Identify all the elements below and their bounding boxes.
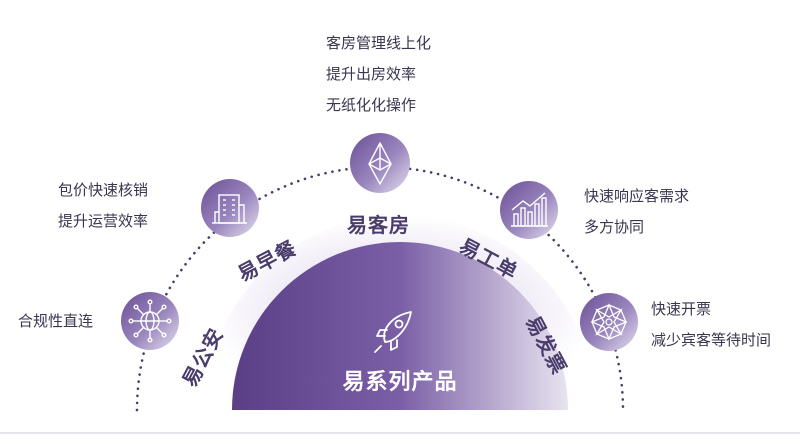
node-gongan [121, 292, 179, 350]
desc-line: 客房管理线上化 [326, 34, 432, 52]
desc-line: 包价快速核销 [58, 181, 149, 199]
node-zaocan [201, 179, 259, 237]
desc-line: 快速响应客需求 [584, 187, 690, 205]
node-kefang [350, 133, 410, 193]
compass-icon [590, 303, 628, 341]
building-icon [212, 194, 247, 224]
desc-line: 提升出房效率 [326, 65, 417, 83]
desc-zaocan: 包价快速核销 提升运营效率 [58, 175, 148, 237]
desc-line: 提升运营效率 [58, 212, 149, 230]
desc-line: 多方协同 [584, 218, 645, 236]
center-title: 易系列产品 [342, 370, 458, 395]
node-gongdan [500, 181, 558, 239]
desc-fapiao: 快速开票 减少宾客等待时间 [651, 294, 771, 356]
desc-kefang: 客房管理线上化 提升出房效率 无纸化化操作 [326, 28, 431, 121]
bottom-divider [0, 432, 800, 434]
network-globe-icon [128, 299, 172, 343]
desc-line: 减少宾客等待时间 [651, 331, 772, 349]
label-kefang: 易客房 [347, 213, 410, 237]
desc-gongan: 合规性直连 [18, 306, 93, 337]
bar-chart-icon [511, 192, 548, 227]
desc-line: 无纸化化操作 [326, 96, 417, 114]
diamond-icon [368, 142, 392, 185]
desc-line: 快速开票 [651, 300, 712, 318]
center-dome [232, 242, 568, 410]
node-fapiao [580, 293, 638, 351]
desc-gongdan: 快速响应客需求 多方协同 [584, 181, 689, 243]
desc-line: 合规性直连 [18, 312, 94, 330]
rocket-icon [374, 311, 412, 353]
